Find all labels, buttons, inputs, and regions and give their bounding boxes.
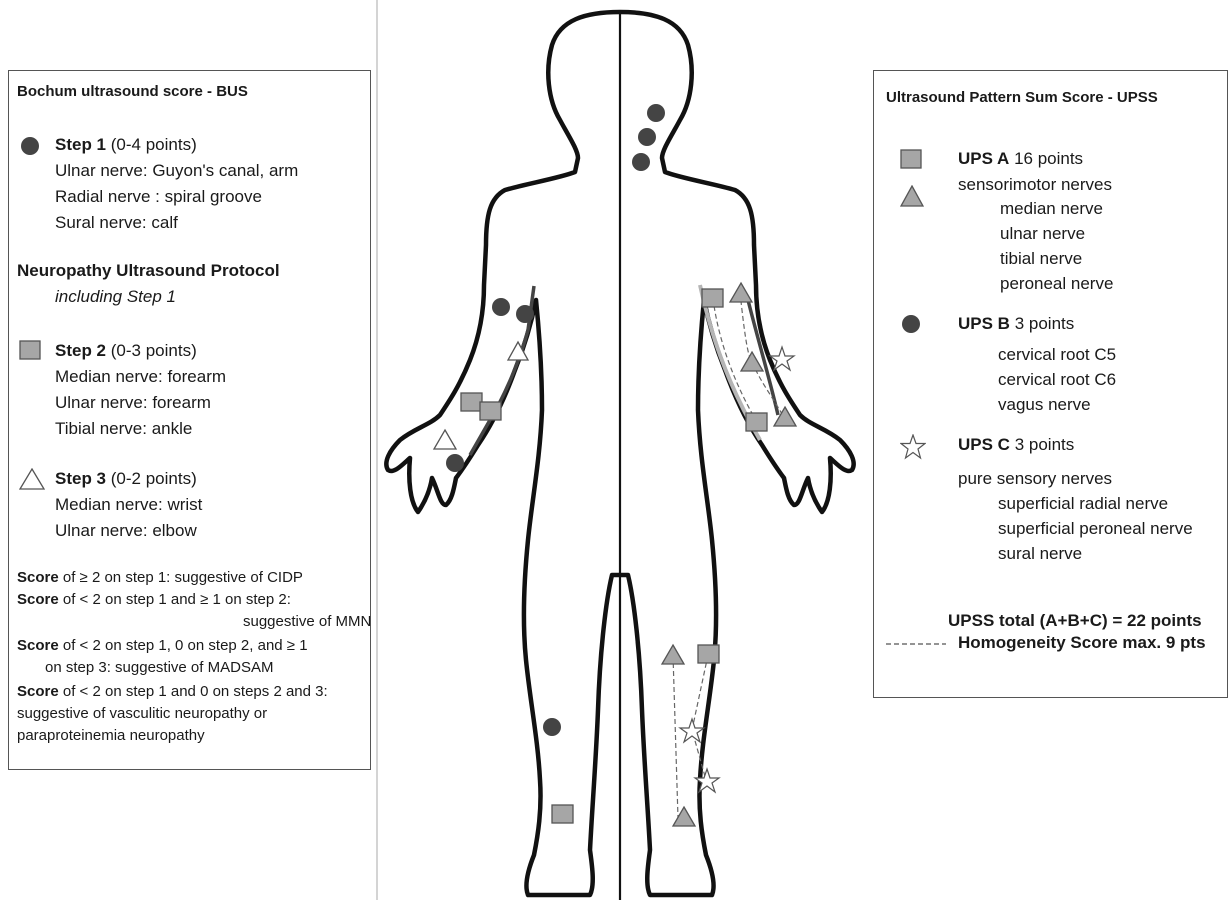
- triangle-marker-gray: [673, 807, 695, 826]
- circle-marker: [492, 298, 510, 316]
- square-marker: [698, 645, 719, 663]
- circle-marker: [446, 454, 464, 472]
- circle-marker: [543, 718, 561, 736]
- square-marker: [552, 805, 573, 823]
- star-marker: [680, 719, 704, 742]
- square-marker: [461, 393, 482, 411]
- circle-marker: [638, 128, 656, 146]
- triangle-marker-gray: [741, 352, 763, 371]
- circle-marker: [647, 104, 665, 122]
- triangle-marker-gray: [730, 283, 752, 302]
- square-marker: [480, 402, 501, 420]
- circle-marker: [632, 153, 650, 171]
- circle-marker: [516, 305, 534, 323]
- triangle-marker-gray: [662, 645, 684, 664]
- square-marker: [702, 289, 723, 307]
- square-marker: [746, 413, 767, 431]
- triangle-marker-white: [434, 430, 456, 449]
- homogeneity-line: [673, 655, 678, 818]
